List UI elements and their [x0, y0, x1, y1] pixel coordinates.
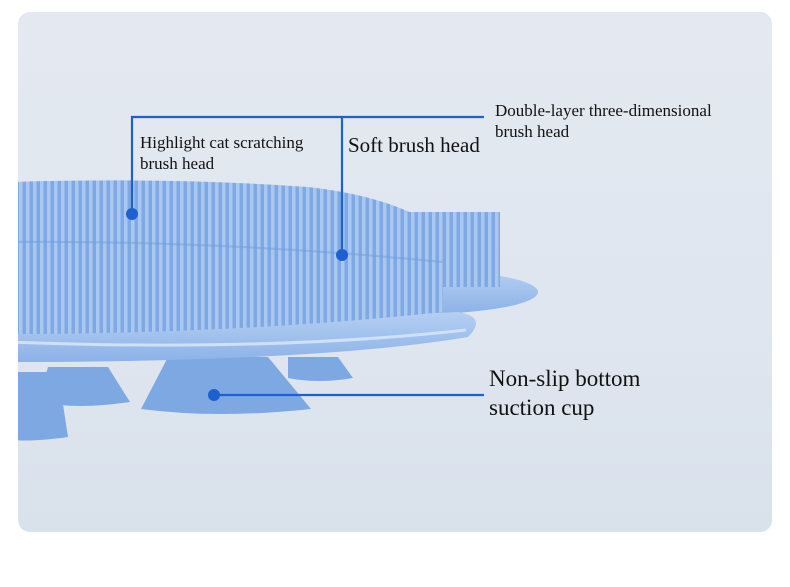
- label-line: brush head: [140, 154, 215, 174]
- label-suction-cup: Non-slip bottom suction cup: [489, 365, 640, 423]
- label-line: Non-slip bottom: [489, 366, 641, 391]
- product-illustration: [18, 115, 538, 441]
- label-highlight-brush: Highlight cat scratching brush head: [140, 132, 303, 175]
- main-plate: [18, 312, 476, 362]
- label-line: suction cup: [489, 394, 595, 420]
- callout-lines: [130, 115, 484, 397]
- main-bristles: [18, 180, 443, 334]
- suction-cups: [18, 357, 353, 441]
- label-double-layer: Double-layer three-dimensional brush hea…: [495, 100, 712, 143]
- label-soft-brush: Soft brush head: [348, 133, 480, 157]
- label-line: Double-layer three-dimensional: [495, 101, 712, 120]
- callout-dots: [126, 208, 348, 401]
- label-line: Highlight cat scratching: [140, 133, 304, 152]
- product-card: Highlight cat scratching brush head Soft…: [18, 12, 772, 532]
- label-line: brush head: [495, 122, 570, 142]
